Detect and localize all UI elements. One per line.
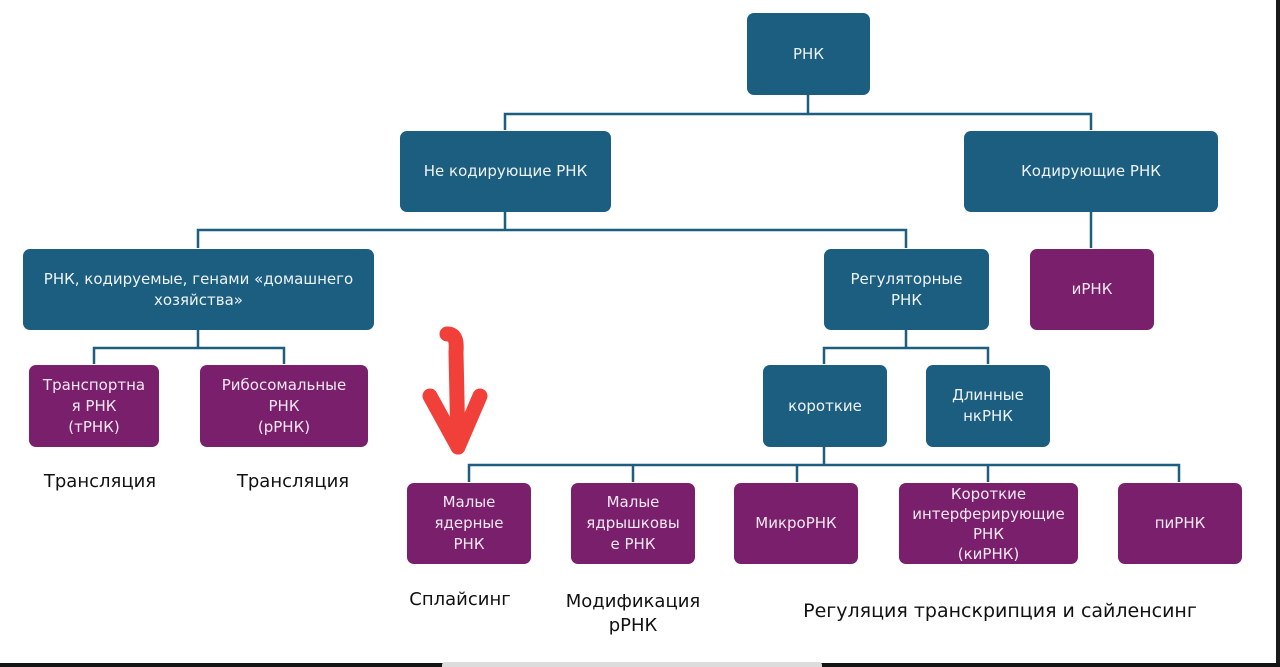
screen-edge-right [1276,0,1280,667]
caption-snorna-function: Модификация рРНК [565,591,701,636]
connector-housekeeping [92,330,286,364]
node-sirna: Короткие интерферирующие РНК (киРНК) [899,483,1078,564]
node-noncoding: Не кодирующие РНК [400,131,611,212]
node-rrna: Рибосомальные РНК (рРНК) [200,365,368,447]
node-long: Длинные нкРНК [926,365,1050,447]
node-trna: Транспортна я РНК (тРНК) [29,365,159,447]
node-housekeeping: РНК, кодируемые, генами «домашнего хозяй… [23,249,374,330]
connector-regulatory [822,330,990,364]
caption-regulatory-function: Регуляция транскрипция и сайленсинг [803,600,1197,622]
node-short: короткие [763,365,887,447]
home-indicator-bar[interactable] [442,662,822,667]
connector-noncoding [196,212,908,248]
connector-root [503,95,1093,130]
caption-snrna-function: Сплайсинг [409,589,511,610]
node-pirna: пиРНК [1118,483,1242,564]
node-snrna: Малые ядерные РНК [407,483,531,564]
node-mrna: иРНК [1030,249,1154,330]
caption-trna-function: Трансляция [43,471,157,492]
annotation-arrow-icon [422,326,488,455]
node-regulatory: Регуляторные РНК [824,249,989,330]
node-root: РНК [747,13,870,95]
connector-short [467,447,1181,482]
node-coding: Кодирующие РНК [964,131,1218,212]
caption-rrna-function: Трансляция [236,471,350,492]
node-mirna: МикроРНК [734,483,858,564]
node-snorna: Малые ядрышковы е РНК [571,483,695,564]
